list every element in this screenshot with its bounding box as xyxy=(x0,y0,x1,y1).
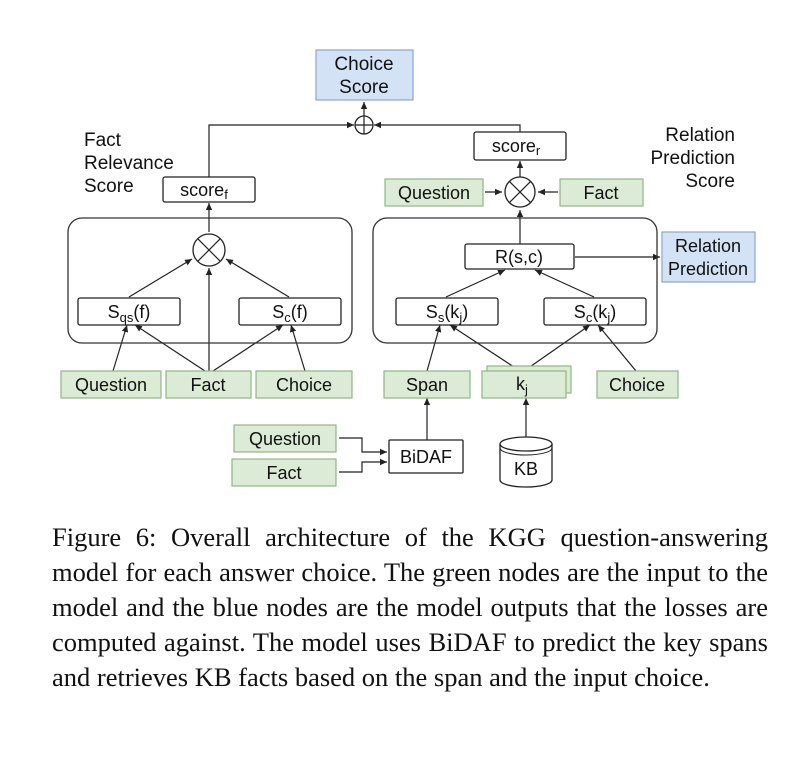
edge-fact-to-sqs xyxy=(134,324,206,372)
relation-prediction-label-line2: Prediction xyxy=(668,259,748,279)
edge-kj-to-scright xyxy=(523,324,591,372)
choice-input-left-node xyxy=(255,370,353,399)
score-f-node xyxy=(162,176,256,203)
bidaf-question-input-node xyxy=(233,424,337,453)
edge-scright-to-rsc xyxy=(534,269,595,298)
edge-scoref-to-plus xyxy=(208,121,354,177)
rsc-node xyxy=(464,243,575,270)
choice-input-left-label: Choice xyxy=(276,375,332,395)
fact-relevance-score-line3: Score xyxy=(84,176,134,197)
choice-score-node xyxy=(315,49,414,101)
choice-score-label-line2: Score xyxy=(339,77,389,98)
fact-score-input-label: Fact xyxy=(583,183,618,203)
span-input-node xyxy=(383,370,471,399)
plus-operator xyxy=(354,115,374,135)
edge-scleft-to-mult-left xyxy=(225,258,290,298)
edge-choice-to-scleft xyxy=(289,324,306,372)
fact-relevance-score-line1: Fact xyxy=(84,130,122,151)
relation-prediction-node xyxy=(661,231,756,283)
fact-relevance-module xyxy=(67,217,353,344)
score-r-label: scorer xyxy=(492,136,541,158)
figure-caption: Figure 6: Overall architecture of the KG… xyxy=(52,522,768,692)
choice-score-label-line1: Choice xyxy=(334,54,393,75)
edge-sqs-to-mult-left xyxy=(128,258,193,298)
relation-prediction-score-line1: Relation xyxy=(665,125,735,146)
s-c-left-label: Sc(f) xyxy=(272,302,308,325)
question-score-input-node xyxy=(384,178,484,207)
bidaf-fact-input-label: Fact xyxy=(266,463,301,483)
rsc-label: R(s,c) xyxy=(495,247,543,267)
question-input-label: Question xyxy=(75,375,147,395)
kb-label: KB xyxy=(514,459,538,479)
relation-prediction-module xyxy=(372,217,658,344)
s-s-label: Ss(kj) xyxy=(426,302,468,325)
kj-input-node xyxy=(481,365,572,399)
score-r-node xyxy=(473,131,567,161)
fact-input-node xyxy=(165,370,252,399)
question-input-node xyxy=(60,370,162,399)
s-c-right-node xyxy=(543,297,647,326)
s-s-node xyxy=(395,297,499,326)
relation-prediction-score-line2: Prediction xyxy=(651,148,736,169)
bidaf-question-input-label: Question xyxy=(249,429,321,449)
kj-input-label: kj xyxy=(516,374,528,397)
edge-fact-to-bidaf xyxy=(339,458,387,473)
span-input-label: Span xyxy=(406,375,448,395)
s-qs-label: Sqs(f) xyxy=(108,302,151,325)
multiply-operator-right xyxy=(504,176,536,208)
bidaf-node xyxy=(388,439,464,474)
edge-fact-to-scleft xyxy=(212,324,284,372)
edge-choice-to-scright xyxy=(597,324,637,372)
fact-input-label: Fact xyxy=(190,375,225,395)
fact-relevance-score-line2: Relevance xyxy=(84,153,174,174)
fact-score-input-node xyxy=(559,178,644,207)
multiply-operator-left xyxy=(192,233,226,267)
edge-question-to-sqs xyxy=(112,324,129,372)
s-c-right-label: Sc(kj) xyxy=(574,302,616,325)
edge-kj-to-ss xyxy=(449,324,521,372)
edge-scorer-to-plus xyxy=(374,121,521,132)
score-f-label: scoref xyxy=(180,180,228,202)
bidaf-fact-input-node xyxy=(231,458,337,487)
edge-ss-to-rsc xyxy=(445,269,506,298)
architecture-diagram: Choice Score Fact Relevance Score Relati… xyxy=(60,49,756,488)
edges xyxy=(112,102,660,473)
s-c-left-node xyxy=(238,297,342,326)
choice-input-right-label: Choice xyxy=(609,375,665,395)
relation-prediction-score-line3: Score xyxy=(685,171,735,192)
edge-span-to-ss xyxy=(426,324,442,372)
bidaf-label: BiDAF xyxy=(400,447,452,467)
kb-database-icon xyxy=(499,436,553,488)
s-qs-node xyxy=(77,297,181,326)
edge-question-to-bidaf xyxy=(339,437,387,456)
question-score-input-label: Question xyxy=(398,183,470,203)
choice-input-right-node xyxy=(596,370,679,399)
relation-prediction-label-line1: Relation xyxy=(675,236,741,256)
